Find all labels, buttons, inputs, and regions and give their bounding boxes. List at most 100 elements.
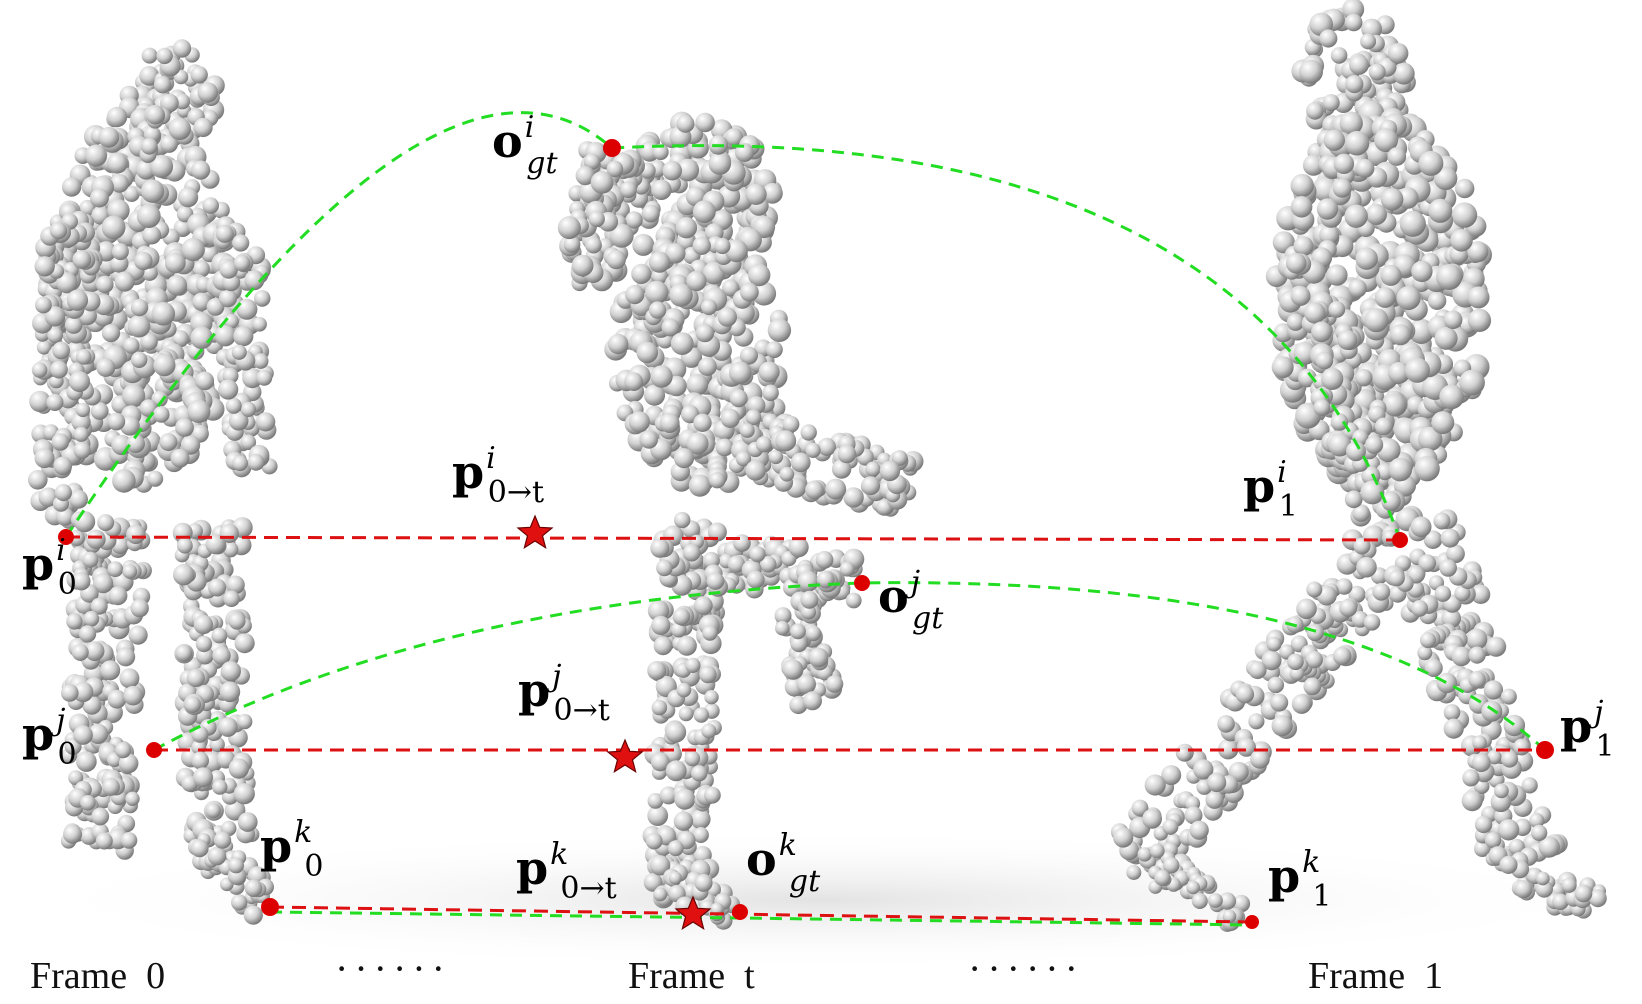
point-cloud-sphere <box>678 706 694 722</box>
point-cloud-sphere <box>226 575 245 595</box>
point-cloud-sphere <box>232 455 249 472</box>
point-cloud-sphere <box>1387 147 1407 166</box>
point-cloud-sphere <box>1462 769 1480 787</box>
point-cloud-sphere <box>1344 13 1363 32</box>
point-cloud-sphere <box>191 751 210 770</box>
point-cloud-sphere <box>114 271 135 292</box>
point-cloud-sphere <box>219 681 241 703</box>
point-cloud-sphere <box>1443 310 1463 330</box>
point-cloud-sphere <box>1451 646 1472 667</box>
point-cloud-sphere <box>684 750 701 767</box>
point-cloud-sphere <box>1427 291 1447 310</box>
point-cloud-sphere <box>686 270 707 292</box>
point-cloud-sphere <box>243 905 263 925</box>
point-cloud-sphere <box>127 314 151 338</box>
point-cloud-sphere <box>1144 774 1166 796</box>
point-cloud-sphere <box>662 160 682 181</box>
point-cloud-sphere <box>748 263 771 287</box>
point-cloud-sphere <box>122 384 146 408</box>
trajectory-curve-i <box>64 111 1402 541</box>
point-cloud-sphere <box>190 326 213 350</box>
point-cloud-sphere <box>649 855 671 876</box>
point-cloud-sphere <box>1355 159 1375 178</box>
point-cloud-sphere <box>674 788 696 810</box>
point-cloud-sphere <box>1149 843 1165 859</box>
point-cloud-sphere <box>1154 869 1171 886</box>
point-cloud-sphere <box>256 369 273 386</box>
point-cloud-sphere <box>76 751 97 772</box>
point-cloud-sphere <box>746 570 765 589</box>
point-cloud-sphere <box>123 337 140 354</box>
point-cloud-sphere <box>1313 399 1331 416</box>
point-cloud-sphere <box>729 389 748 408</box>
point-cloud-sphere <box>1431 411 1455 435</box>
point-cloud-sphere <box>1440 528 1460 548</box>
point-cloud-sphere <box>190 839 209 858</box>
point-cloud-sphere <box>805 480 824 500</box>
point-cloud-sphere <box>190 66 208 84</box>
point-cloud-sphere <box>891 450 908 466</box>
point-cloud-sphere <box>1474 815 1493 834</box>
point-cloud-sphere <box>96 358 116 377</box>
point-cloud-sphere <box>1271 356 1294 379</box>
point-cloud-sphere <box>119 668 140 689</box>
point-cloud-sphere <box>153 406 170 423</box>
point-cloud-sphere <box>1467 241 1489 263</box>
point-cloud-sphere <box>1428 198 1453 223</box>
point-cloud-sphere <box>1126 865 1142 880</box>
point-cloud-sphere <box>228 612 246 630</box>
point-cloud-sphere <box>685 657 701 674</box>
point-cloud-sphere <box>1521 777 1538 794</box>
point-cloud-sphere <box>218 717 238 737</box>
point-cloud-sphere <box>107 689 127 709</box>
point-cloud-sphere <box>557 216 581 240</box>
point-cloud-sphere <box>193 117 213 138</box>
point-cloud-sphere <box>1237 737 1256 757</box>
point-cloud-sphere <box>624 372 643 391</box>
correspondence-line-k <box>269 905 1253 924</box>
point-cloud-sphere <box>879 460 901 482</box>
point-cloud-sphere <box>707 522 727 542</box>
point-cloud-sphere <box>153 76 172 94</box>
point-cloud-sphere <box>665 721 687 743</box>
point-cloud-sphere <box>1345 75 1364 94</box>
point-cloud-sphere <box>1161 765 1182 786</box>
point-cloud-sphere <box>800 590 819 609</box>
point-cloud-sphere <box>177 537 193 554</box>
point-cloud-sphere <box>35 296 52 314</box>
point-cloud-sphere <box>111 243 129 261</box>
floor-shadow <box>0 830 1640 970</box>
point-cloud-sphere <box>1337 330 1358 350</box>
point-cloud-sphere <box>692 827 709 843</box>
point-cloud-sphere <box>83 610 100 627</box>
point-cloud-sphere <box>735 143 754 162</box>
point-cloud-sphere <box>1513 738 1530 756</box>
point-cloud-sphere <box>1467 308 1492 332</box>
point-ogt-j <box>854 575 870 591</box>
point-cloud-sphere <box>767 318 792 342</box>
point-cloud-sphere <box>1466 628 1488 650</box>
point-cloud-sphere <box>1443 704 1461 721</box>
point-cloud-sphere <box>808 647 829 668</box>
point-cloud-sphere <box>63 824 82 844</box>
point-cloud-sphere <box>131 351 148 368</box>
point-cloud-sphere <box>1250 749 1270 769</box>
point-cloud-sphere <box>1454 585 1471 602</box>
point-cloud-sphere <box>1113 827 1134 848</box>
point-cloud-sphere <box>90 402 109 420</box>
point-cloud-sphere <box>789 695 808 715</box>
point-cloud-sphere <box>231 344 247 360</box>
point-cloud-sphere <box>1388 457 1413 482</box>
point-cloud-sphere <box>729 361 752 385</box>
point-cloud-sphere <box>1552 893 1569 911</box>
point-cloud-sphere <box>122 564 138 579</box>
point-cloud-sphere <box>225 397 242 414</box>
point-cloud-sphere <box>686 432 709 455</box>
point-cloud-sphere <box>1439 559 1457 577</box>
point-cloud-sphere <box>1360 480 1385 505</box>
point-cloud-sphere <box>1450 229 1473 252</box>
point-cloud-sphere <box>702 625 718 641</box>
point-cloud-sphere <box>118 753 139 774</box>
